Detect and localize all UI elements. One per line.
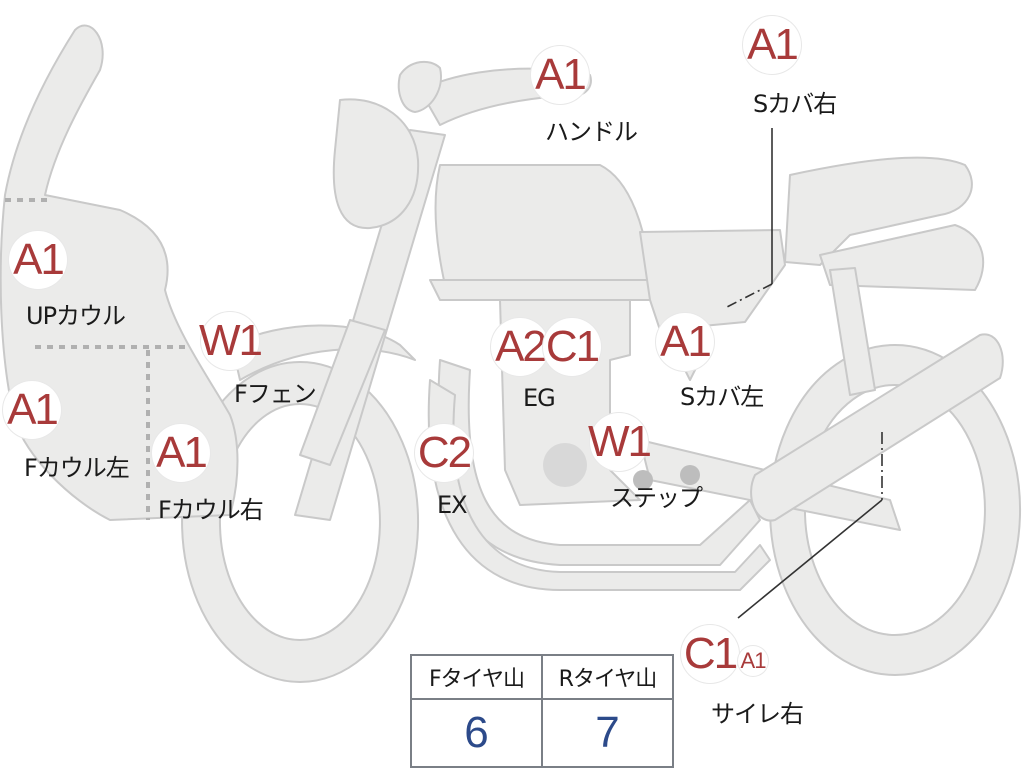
handle-grip: [397, 60, 442, 113]
tail-frame: [819, 224, 985, 291]
label-silencer-right: サイレ右: [711, 700, 804, 728]
label-engine: EG: [523, 384, 556, 412]
muffler: [750, 333, 1004, 522]
tire-tread-table: Fタイヤ山 Rタイヤ山 6 7: [410, 654, 674, 768]
front-tire-header: Fタイヤ山: [410, 654, 543, 700]
grade-badge-step: W1: [588, 413, 652, 471]
label-step: ステップ: [610, 484, 703, 512]
label-upcowl: UPカウル: [26, 302, 126, 330]
grade-badge-ffender: W1: [199, 312, 263, 370]
rear-tire-value: 7: [541, 698, 674, 768]
grade-badge-engine-2: C1: [543, 318, 601, 376]
side-cover: [639, 229, 786, 331]
grade-badge-exhaust: C2: [415, 424, 473, 482]
headlight: [332, 98, 420, 230]
fork-upper: [299, 319, 386, 466]
foot-peg-rear: [680, 465, 700, 485]
grade-badge-silencer-1: C1: [681, 625, 739, 683]
exhaust-pipe: [427, 379, 771, 591]
label-exhaust: EX: [437, 491, 468, 519]
front-tire-value: 6: [410, 698, 543, 768]
fuel-tank: [434, 164, 651, 286]
grade-badge-handle: A1: [531, 46, 589, 104]
label-scover-left: Sカバ左: [680, 383, 764, 411]
grade-badge-engine-1: A2: [491, 318, 549, 376]
label-fcowl-right: Fカウル右: [158, 496, 264, 524]
seat: [784, 156, 973, 266]
leader-scover-r-diag: [724, 283, 773, 309]
leader-silencer-diag: [737, 499, 883, 619]
label-scover-right: Sカバ右: [753, 90, 837, 118]
grade-badge-fcowl-left: A1: [3, 381, 61, 439]
grade-badge-upcowl: A1: [9, 231, 67, 289]
grade-badge-scover-left: A1: [656, 313, 714, 371]
grade-badge-silencer-2: A1: [738, 646, 768, 676]
rear-shock: [829, 267, 876, 396]
engine-cover: [543, 443, 587, 487]
foot-peg-front: [633, 470, 653, 490]
rear-tire-header: Rタイヤ山: [541, 654, 674, 700]
label-ffender: Fフェン: [234, 380, 317, 408]
label-handle: ハンドル: [545, 118, 638, 146]
label-fcowl-left: Fカウル左: [24, 454, 130, 482]
grade-badge-scover-right: A1: [743, 16, 801, 74]
grade-badge-fcowl-right: A1: [152, 424, 210, 482]
